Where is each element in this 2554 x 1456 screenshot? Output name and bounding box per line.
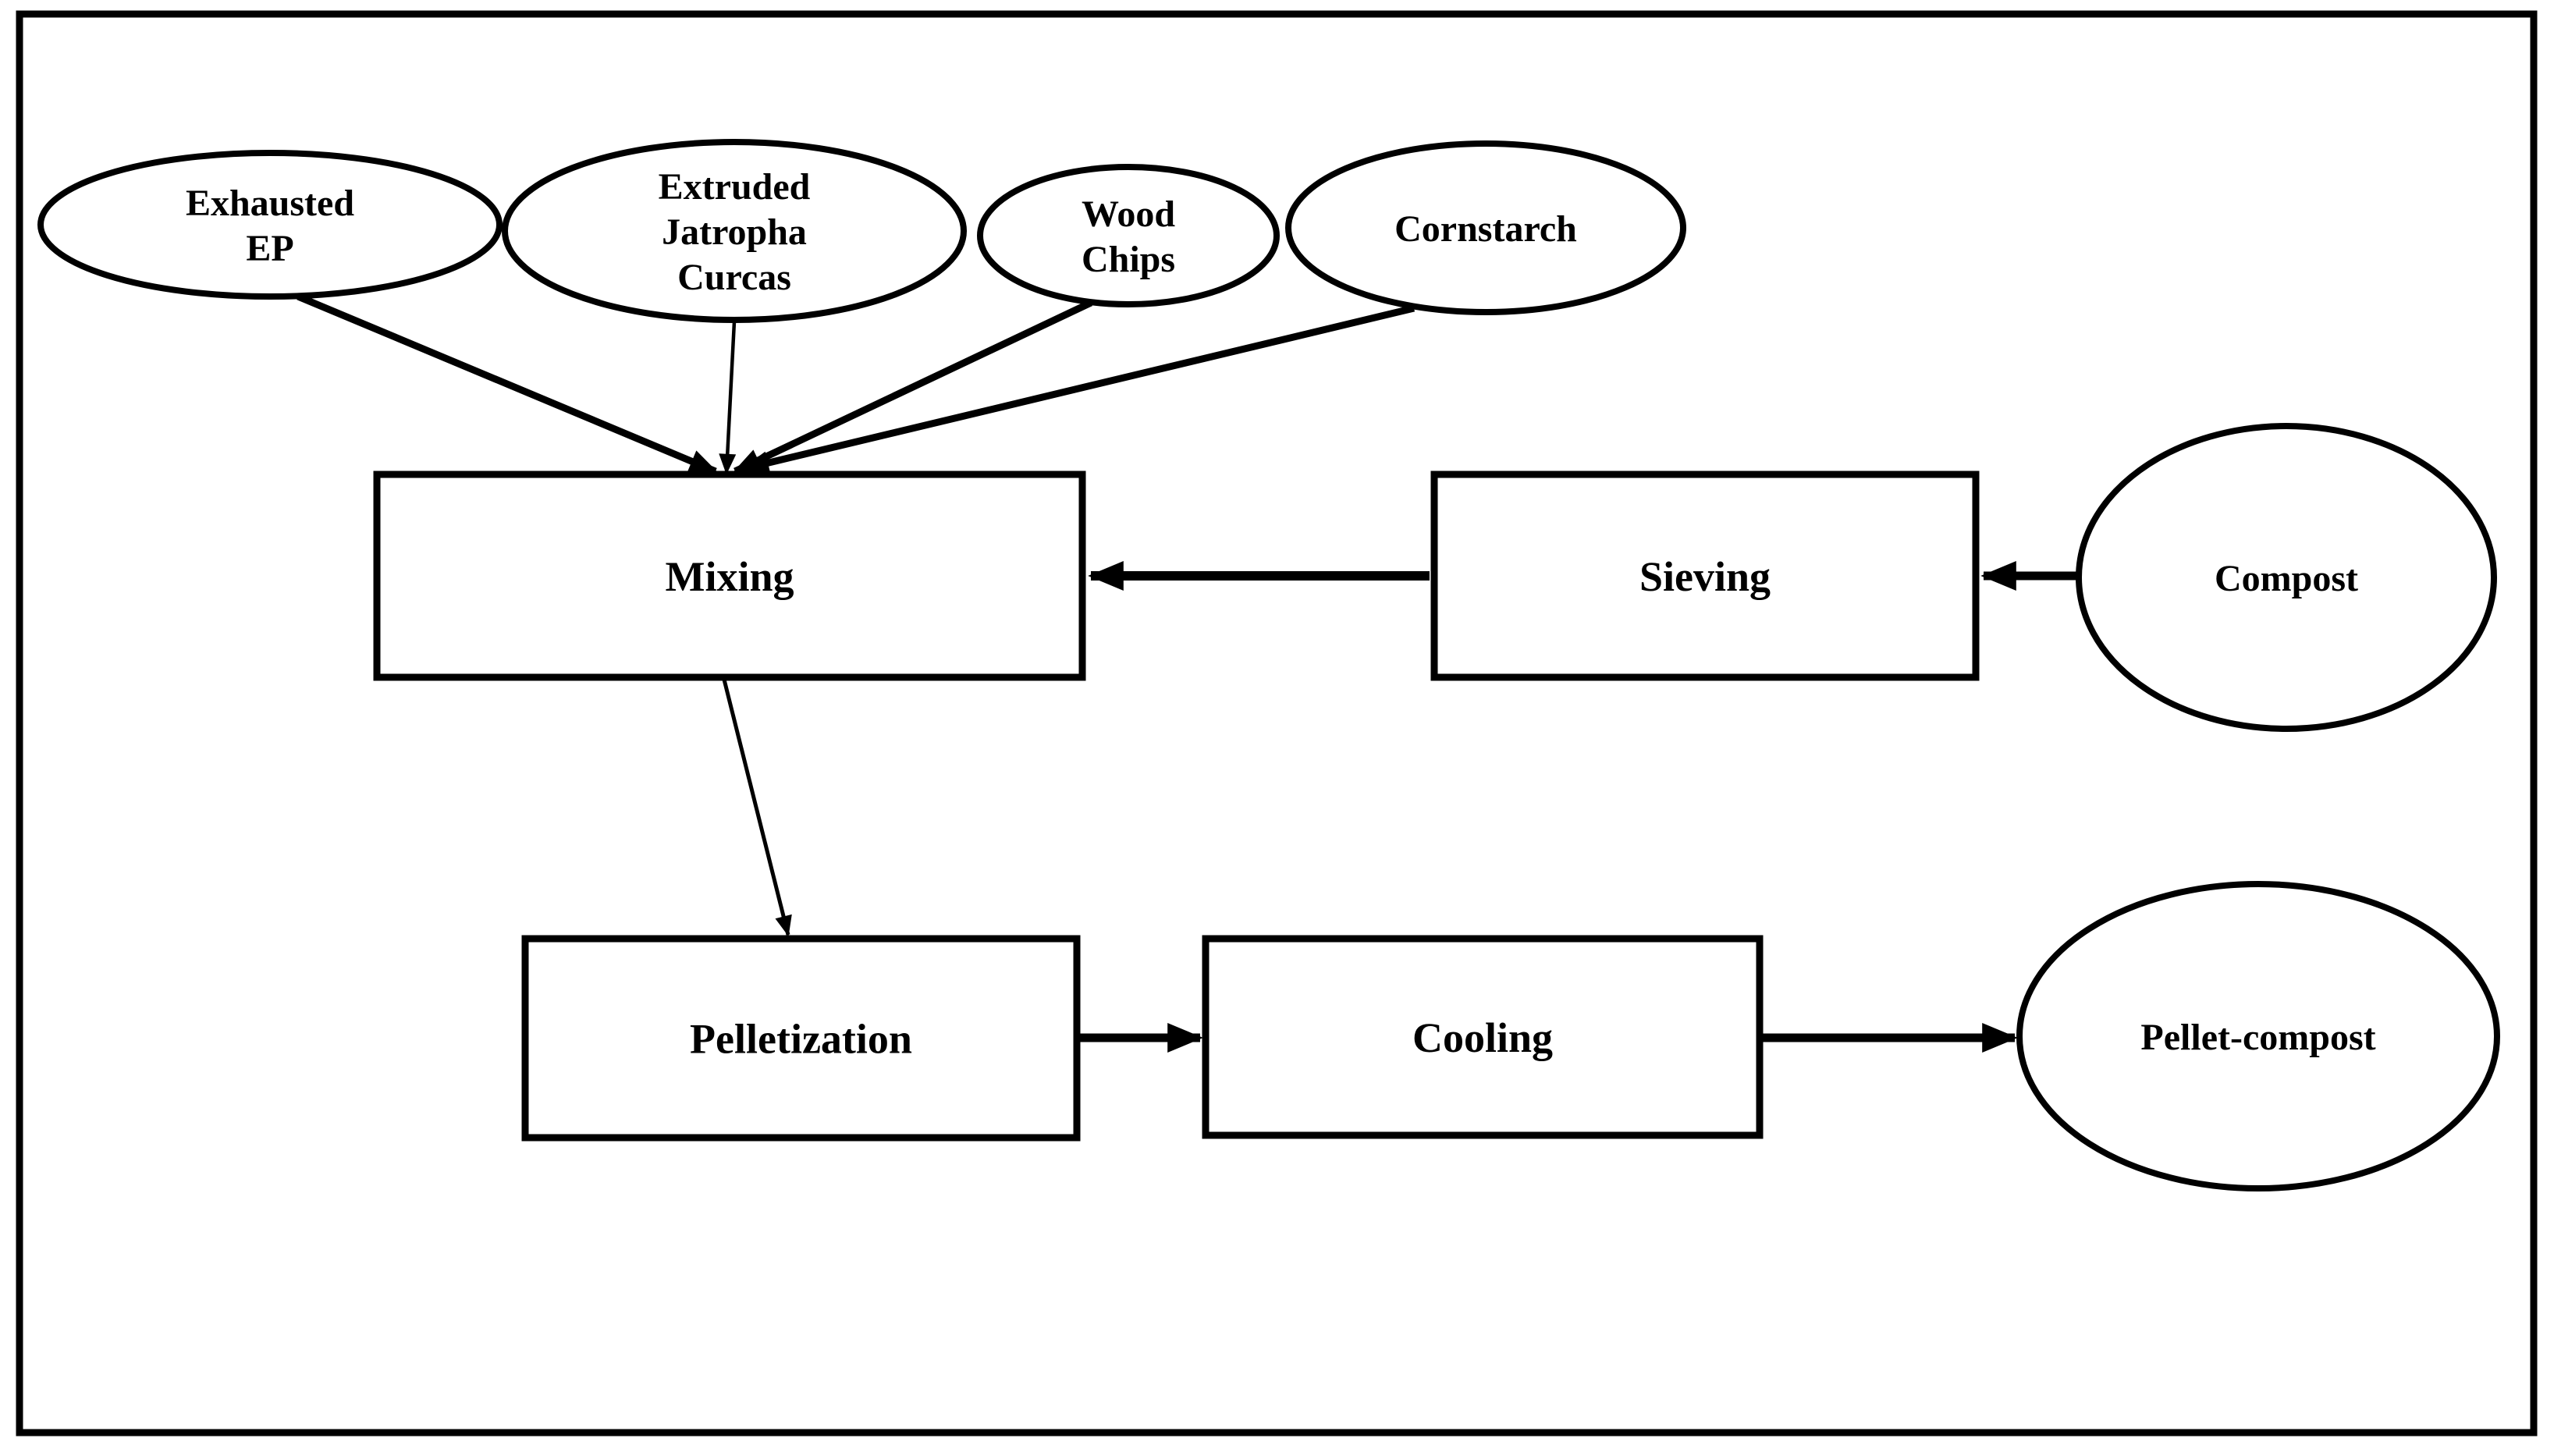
node-cooling-shape xyxy=(1202,935,1764,1139)
node-mixing: Mixing xyxy=(373,471,1086,681)
node-wood-chips-label-line-2: Chips xyxy=(1082,239,1175,280)
edge-cornstarch-to-mixing xyxy=(741,304,1416,474)
node-cornstarch-label: Cornstarch xyxy=(1394,208,1577,250)
node-extruded-jatropha-curcas-label-line-3: Curcas xyxy=(677,257,791,298)
node-pellet-compost-label: Pellet-compost xyxy=(2140,1017,2375,1058)
node-extruded-jatropha-curcas-label-line-2: Jatropha xyxy=(662,211,807,253)
node-pelletization-label: Pelletization xyxy=(690,1015,912,1062)
node-pelletization: Pelletization xyxy=(521,935,1081,1142)
diagram-frame xyxy=(16,10,2538,1436)
node-sieving-label-line-1: Sieving xyxy=(1639,553,1771,600)
edge-extruded-jatropha-curcas-to-mixing xyxy=(719,321,737,475)
node-mixing-label: Mixing xyxy=(665,553,794,600)
node-compost-shape xyxy=(2076,423,2497,732)
node-exhausted-ep-label-line-2: EP xyxy=(246,228,293,269)
node-sieving-label: Sieving xyxy=(1639,553,1771,600)
node-exhausted-ep-label-line-1: Exhausted xyxy=(186,183,354,224)
node-cooling-label: Cooling xyxy=(1412,1014,1553,1061)
node-wood-chips-shape xyxy=(977,164,1280,307)
node-mixing-label-line-1: Mixing xyxy=(665,553,794,600)
node-pellet-compost-label-line-1: Pellet-compost xyxy=(2140,1017,2375,1058)
node-extruded-jatropha-curcas-label-line-1: Extruded xyxy=(659,166,811,208)
node-cooling-label-line-1: Cooling xyxy=(1412,1014,1553,1061)
node-pelletization-label-line-1: Pelletization xyxy=(690,1015,912,1062)
node-cornstarch-shape xyxy=(1285,140,1686,315)
node-pellet-compost-shape xyxy=(2016,881,2500,1191)
node-cornstarch-label-line-1: Cornstarch xyxy=(1394,208,1577,250)
node-pellet-compost: Pellet-compost xyxy=(2016,881,2500,1191)
node-cooling: Cooling xyxy=(1202,935,1764,1139)
node-wood-chips-label-line-1: Wood xyxy=(1082,194,1175,235)
node-compost-label: Compost xyxy=(2215,558,2358,599)
edge-exhausted-ep-to-mixing xyxy=(297,293,718,475)
node-mixing-shape xyxy=(373,471,1086,681)
node-extruded-jatropha-curcas-shape xyxy=(502,139,967,323)
node-compost-label-line-1: Compost xyxy=(2215,558,2358,599)
node-compost: Compost xyxy=(2076,423,2497,732)
node-sieving-shape xyxy=(1430,471,1980,681)
node-sieving: Sieving xyxy=(1430,471,1980,681)
edge-mixing-to-pelletization xyxy=(722,679,792,937)
node-pelletization-shape xyxy=(521,935,1081,1142)
node-cornstarch: Cornstarch xyxy=(1285,140,1686,315)
edge-wood-chips-to-mixing xyxy=(733,299,1092,475)
node-exhausted-ep-shape xyxy=(37,150,503,300)
